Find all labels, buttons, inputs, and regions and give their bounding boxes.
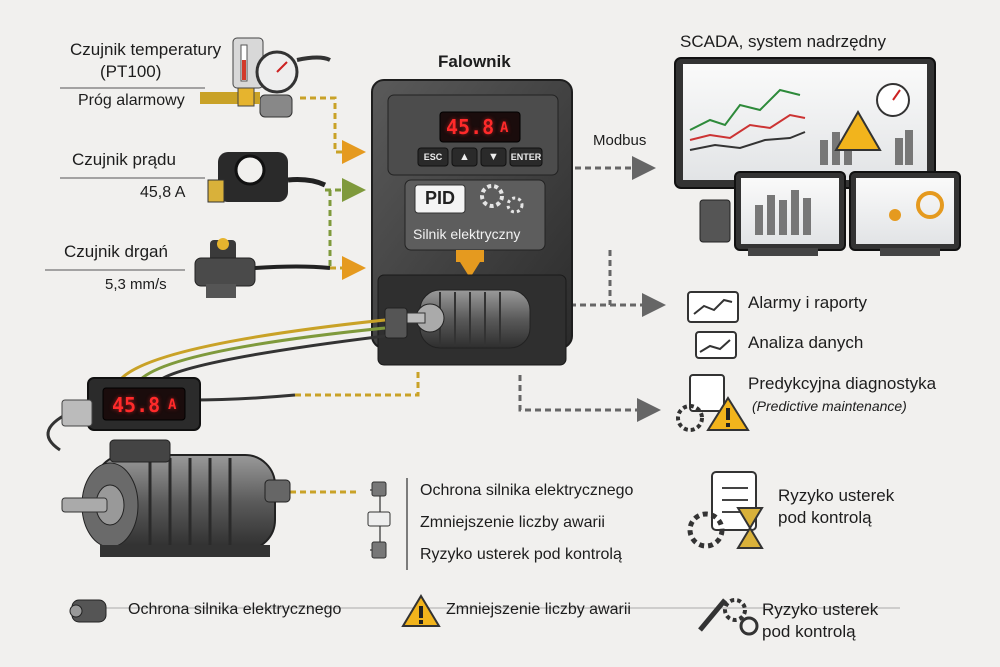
motor-in-inverter-icon [384,289,531,349]
footer-warning-icon [401,594,441,627]
vibration-sensor-title: Czujnik drgań [64,242,168,261]
monitor-graph-icon [695,331,737,359]
temperature-sensor-subtitle: (PT100) [100,62,162,81]
footer-risk-line1: Ryzyko usterek [762,600,879,619]
inverter-enter-button[interactable]: ENTER [510,152,542,162]
benefit-list-item-1: Ochrona silnika elektrycznego [420,482,634,499]
inverter-up-button[interactable]: ▲ [459,151,470,163]
alarm-threshold-label: Próg alarmowy [78,92,185,109]
modbus-label: Modbus [593,132,647,149]
output-predictive-sublabel: (Predictive maintenance) [752,398,907,414]
output-predictive-label: Predykcyjna diagnostyka [748,374,937,393]
inverter-device-icon [371,79,573,366]
chart-monitor-icon [687,291,739,323]
footer-risk-line2: pod kontrolą [762,622,856,641]
inverter-esc-button[interactable]: ESC [423,152,443,162]
inverter-title: Falownik [438,52,511,71]
label-underlines [45,87,900,609]
benefit-list-item-3: Ryzyko usterek pod kontrolą [420,546,622,563]
current-sensor-value: 45,8 A [140,184,186,201]
footer-failure-reduction-label: Zmniejszenie liczby awarii [446,601,631,618]
meter-display-unit: A [168,397,177,413]
inverter-down-button[interactable]: ▼ [488,151,499,163]
footer-wrench-gear-icon [698,598,759,636]
footer-motor-icon [69,599,107,623]
current-sensor-title: Czujnik prądu [72,150,176,169]
current-sensor-icon [207,152,327,203]
pid-label: PID [425,188,456,208]
scada-workstation-icon [674,57,961,256]
footer-motor-protection-label: Ochrona silnika elektrycznego [128,601,342,618]
output-analysis-label: Analiza danych [748,333,864,352]
temperature-sensor-title: Czujnik temperatury [70,40,222,59]
temperature-sensor-icon [200,37,331,118]
benefit-list-item-2: Zmniejszenie liczby awarii [420,514,605,531]
gear-warning-icon [676,374,750,432]
electric-motor-icon [61,439,291,557]
current-meter-icon [61,377,201,431]
checklist-hourglass-icon [687,471,764,549]
vibration-sensor-value: 5,3 mm/s [105,276,167,293]
vibration-sensor-icon [194,238,331,298]
meter-display-value: 45.8 [112,393,161,417]
benefit-mini-icons [367,481,391,559]
inverter-display-value: 45.8 [446,115,495,139]
risk-block-line1: Ryzyko usterek [778,486,895,505]
output-alarms-label: Alarmy i raporty [748,293,868,312]
inverter-display-unit: A [500,120,509,136]
risk-block-line2: pod kontrolą [778,508,872,527]
inverter-motor-label: Silnik elektryczny [413,226,521,242]
scada-title: SCADA, system nadrzędny [680,32,886,51]
